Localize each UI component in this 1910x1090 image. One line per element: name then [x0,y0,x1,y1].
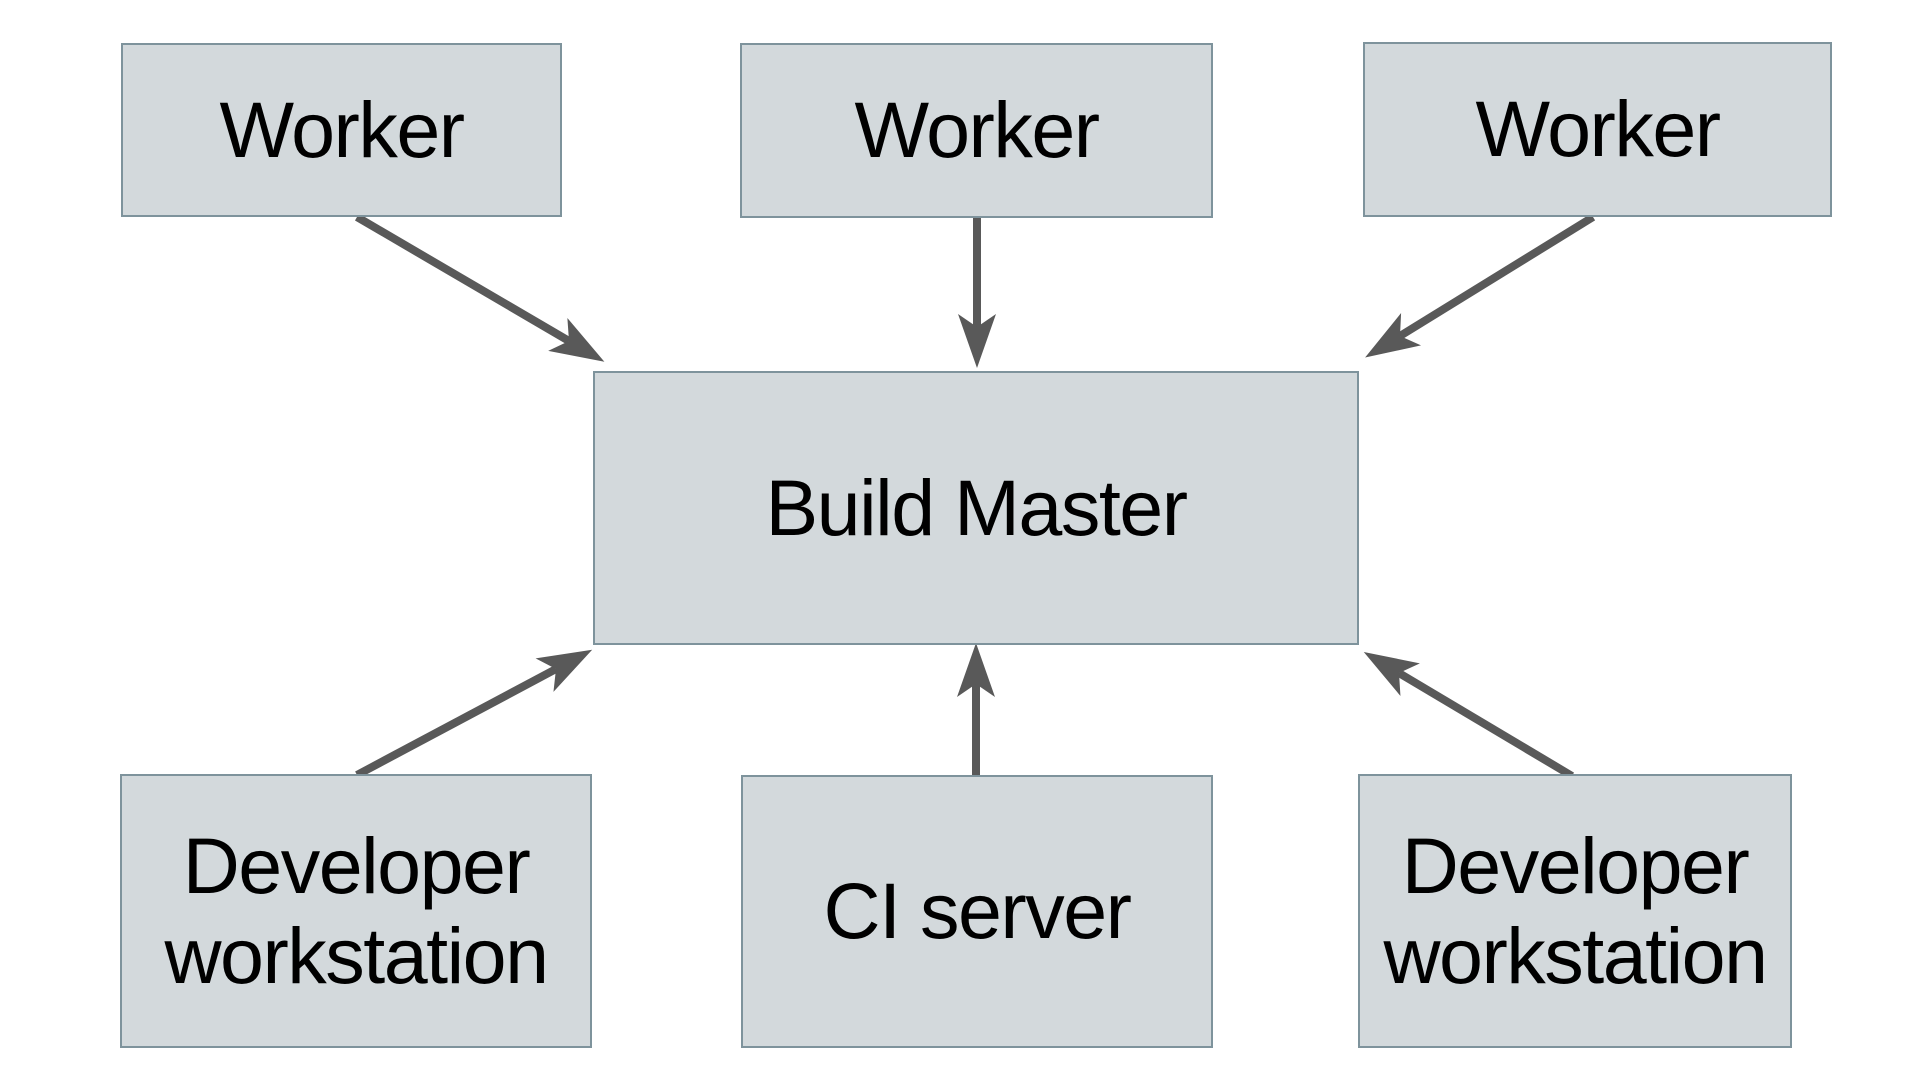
edge-dev-left-to-build-master [355,649,593,779]
node-ci-server: CI server [741,775,1213,1048]
node-worker-3: Worker [1363,42,1832,217]
edge-worker1-to-build-master [354,213,605,362]
node-worker-1: Worker [121,43,562,217]
edge-dev-right-to-build-master [1363,652,1575,780]
node-developer-workstation-right: Developer workstation [1358,774,1792,1048]
node-worker-2-label: Worker [854,85,1100,175]
node-ci-server-label: CI server [823,866,1132,956]
node-developer-workstation-right-label: Developer workstation [1383,820,1768,1000]
node-worker-1-label: Worker [219,84,465,174]
node-developer-workstation-left-label: Developer workstation [164,820,549,1000]
edge-worker3-to-build-master [1365,213,1596,358]
node-developer-workstation-left: Developer workstation [120,774,592,1048]
node-build-master-label: Build Master [765,462,1188,552]
node-worker-3-label: Worker [1475,84,1721,174]
node-worker-2: Worker [740,43,1213,218]
node-build-master: Build Master [593,371,1359,645]
